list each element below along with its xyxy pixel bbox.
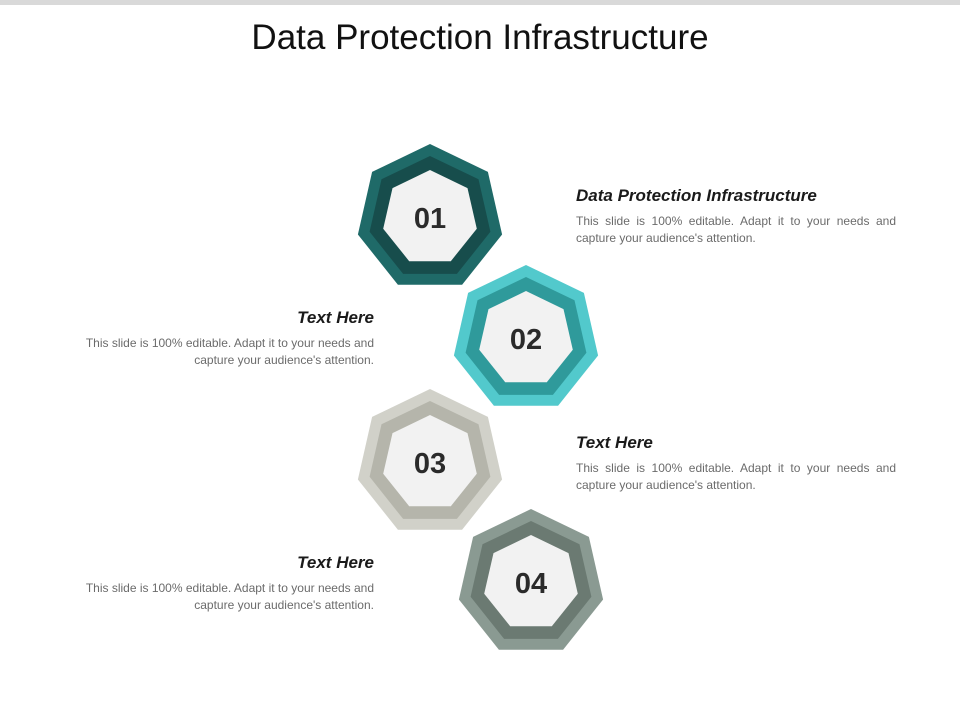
- step-2-center: [479, 291, 573, 383]
- step-1-heading: Data Protection Infrastructure: [576, 186, 817, 205]
- step-4-body: This slide is 100% editable. Adapt it to…: [85, 581, 374, 612]
- step-3-badge: 03: [357, 389, 503, 530]
- step-1-body: This slide is 100% editable. Adapt it to…: [576, 214, 896, 245]
- step-3-heading: Text Here: [576, 433, 653, 452]
- step-2-heading: Text Here: [297, 308, 374, 327]
- step-4-badge: 04: [458, 509, 604, 650]
- step-2-number: 02: [510, 324, 542, 356]
- step-4-text: Text Here This slide is 100% editable. A…: [54, 553, 374, 614]
- step-1-badge: 01: [357, 144, 503, 285]
- top-bar: [0, 0, 960, 5]
- step-2-text: Text Here This slide is 100% editable. A…: [54, 308, 374, 369]
- step-4-center: [484, 535, 578, 627]
- step-3-text: Text Here This slide is 100% editable. A…: [576, 433, 896, 494]
- step-3-body: This slide is 100% editable. Adapt it to…: [576, 461, 896, 492]
- step-3-center: [383, 415, 477, 507]
- step-3-number: 03: [414, 448, 446, 480]
- step-4-number: 04: [515, 568, 547, 600]
- step-4-heading: Text Here: [297, 553, 374, 572]
- step-1-text: Data Protection Infrastructure This slid…: [576, 186, 896, 247]
- step-2-badge: 02: [453, 265, 599, 406]
- step-2-body: This slide is 100% editable. Adapt it to…: [85, 336, 374, 367]
- slide-title: Data Protection Infrastructure: [251, 18, 709, 57]
- step-1-center: [383, 170, 477, 262]
- step-1-number: 01: [414, 203, 446, 235]
